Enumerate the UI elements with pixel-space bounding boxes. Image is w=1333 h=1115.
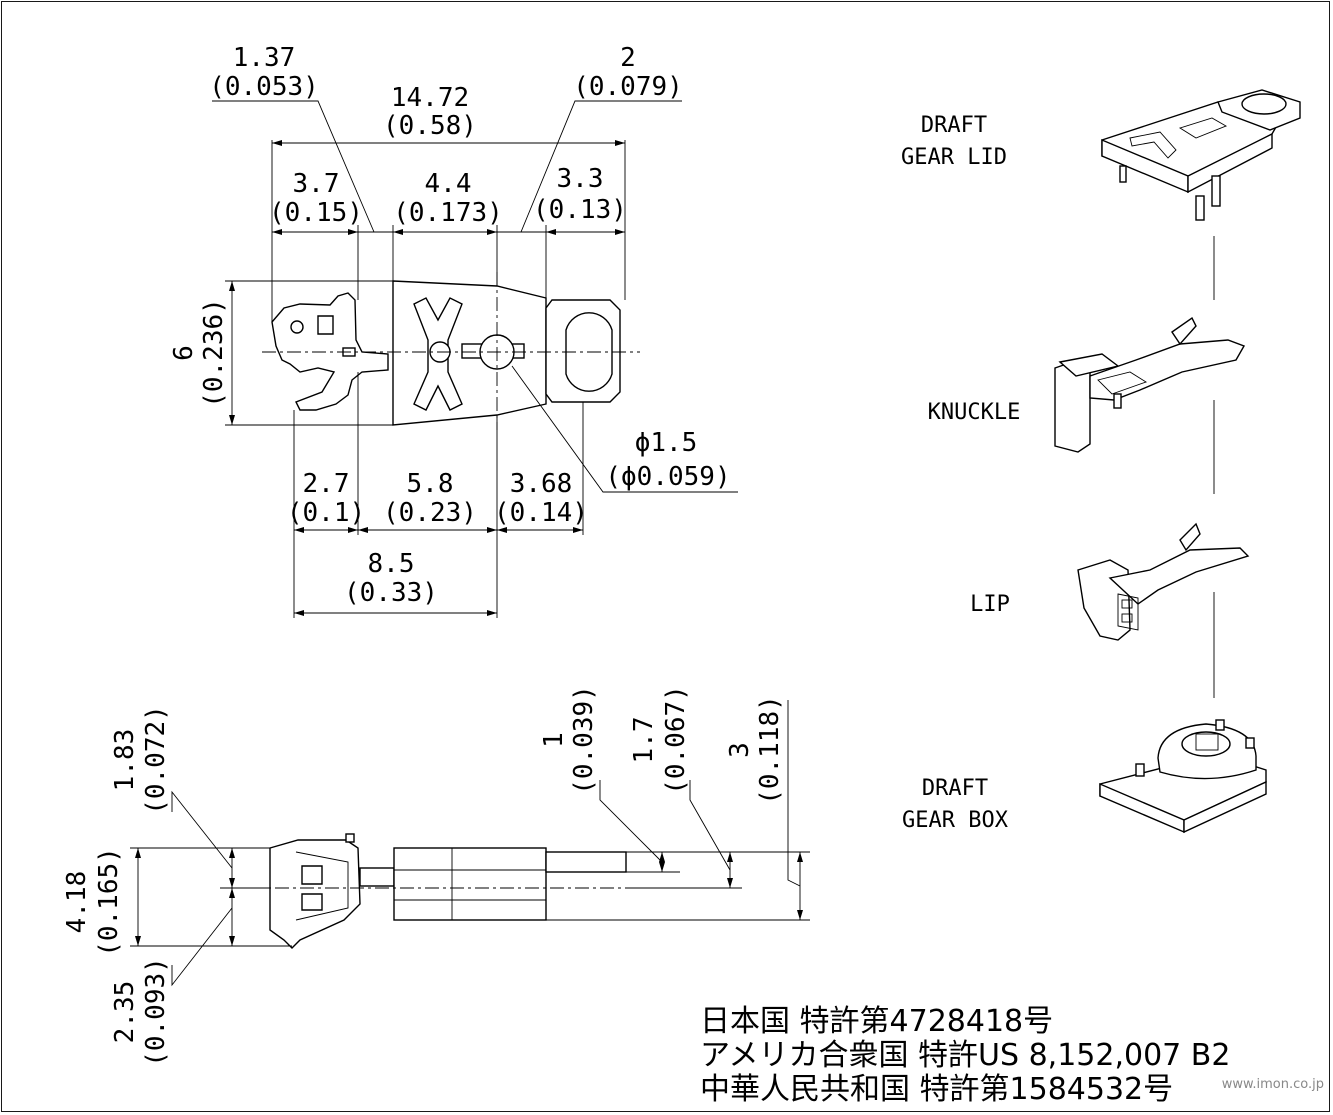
dim-1-inch: (0.039) [569, 685, 599, 795]
shank-side [359, 867, 395, 887]
lip-part [1077, 522, 1250, 641]
label-draft-gear-lid-line1: DRAFT [921, 113, 987, 138]
leader-2 [520, 100, 682, 233]
dim-5-8: 5.8 [407, 469, 454, 499]
dim-8-5: 8.5 [368, 549, 415, 579]
dim-1-83-inch: (0.072) [141, 705, 171, 815]
label-knuckle: KNUCKLE [928, 400, 1021, 425]
knuckle-detail [317, 315, 334, 335]
dim-14-72-inch: (0.58) [383, 111, 477, 141]
dim-4-4: 4.4 [425, 169, 472, 199]
dim-phi: ϕ1.5 [635, 428, 698, 458]
watermark: www.imon.co.jp [1222, 1077, 1324, 1092]
dim-2-35: 2.35 [110, 981, 140, 1044]
dim-1-7-inch: (0.067) [661, 685, 691, 795]
label-draft-gear-lid-line2: GEAR LID [901, 145, 1007, 170]
dim-1: 1 [539, 732, 569, 748]
dim-4-4-inch: (0.173) [393, 198, 503, 228]
dim-2-7: 2.7 [303, 469, 350, 499]
top-view: 1.37 (0.053) 2 (0.079) 14.72 (0.58) 3.7 … [169, 43, 738, 618]
draft-gear-box-part [1099, 719, 1267, 834]
leader-1-37 [212, 100, 375, 233]
dim-3-inch: (0.118) [755, 695, 785, 805]
patent-china: 中華人民共和国 特許第1584532号 [700, 1072, 1173, 1107]
leader-3 [787, 700, 801, 887]
exploded-parts: DRAFT GEAR LID KNUCKLE LIP DRAFT GEAR BO… [901, 89, 1301, 834]
side-view: 1.83 (0.072) 4.18 (0.165) 2.35 (0.093) 1… [62, 685, 810, 1067]
dim-6: 6 [169, 345, 199, 361]
dim-3-3: 3.3 [557, 164, 604, 194]
dim-3-68: 3.68 [510, 469, 573, 499]
dim-2: 2 [620, 43, 636, 73]
leader-1 [599, 780, 663, 863]
knuckle-window-2 [301, 893, 323, 911]
knuckle-top-outline [271, 292, 389, 411]
dim-1-7: 1.7 [629, 717, 659, 764]
dim-5-8-inch: (0.23) [383, 498, 477, 528]
dim-4-18-inch: (0.165) [94, 847, 124, 957]
knuckle-side-face [295, 851, 349, 921]
leader-1-83 [171, 790, 233, 869]
dim-14-72: 14.72 [391, 83, 469, 113]
patent-japan: 日本国 特許第4728418号 [700, 1004, 1053, 1039]
dim-2-7-inch: (0.1) [287, 498, 365, 528]
leader-1-7 [689, 780, 731, 871]
shank-extension-side [545, 851, 627, 873]
dim-phi-inch: (ϕ0.059) [605, 462, 730, 492]
patent-block: 日本国 特許第4728418号 アメリカ合衆国 特許US 8,152,007 B… [700, 1004, 1230, 1107]
label-draft-gear-box-line2: GEAR BOX [902, 808, 1009, 833]
dim-1-83: 1.83 [110, 729, 140, 792]
dim-3-68-inch: (0.14) [494, 498, 588, 528]
dim-3: 3 [725, 742, 755, 758]
knuckle-top-pin [345, 833, 355, 843]
dim-6-inch: (0.236) [199, 298, 229, 408]
dim-3-7-inch: (0.15) [269, 198, 363, 228]
dim-2-inch: (0.079) [573, 72, 683, 102]
label-lip: LIP [970, 592, 1010, 617]
draft-gear-lid [1101, 89, 1301, 221]
patent-usa: アメリカ合衆国 特許US 8,152,007 B2 [700, 1038, 1230, 1073]
dim-3-3-inch: (0.13) [533, 195, 627, 225]
knuckle-part [1054, 316, 1246, 453]
leader-2-35 [171, 907, 233, 987]
knuckle-pin-hole [290, 320, 304, 334]
dim-4-18: 4.18 [62, 871, 92, 934]
label-draft-gear-box-line1: DRAFT [922, 776, 988, 801]
dim-1-37-inch: (0.053) [209, 72, 319, 102]
dim-8-5-inch: (0.33) [344, 578, 438, 608]
leader-phi [511, 365, 738, 493]
dim-2-35-inch: (0.093) [141, 957, 171, 1067]
draft-gear-box-side [393, 847, 547, 921]
dim-3-7: 3.7 [293, 169, 340, 199]
knuckle-window-1 [301, 865, 323, 885]
dim-1-37: 1.37 [233, 43, 296, 73]
